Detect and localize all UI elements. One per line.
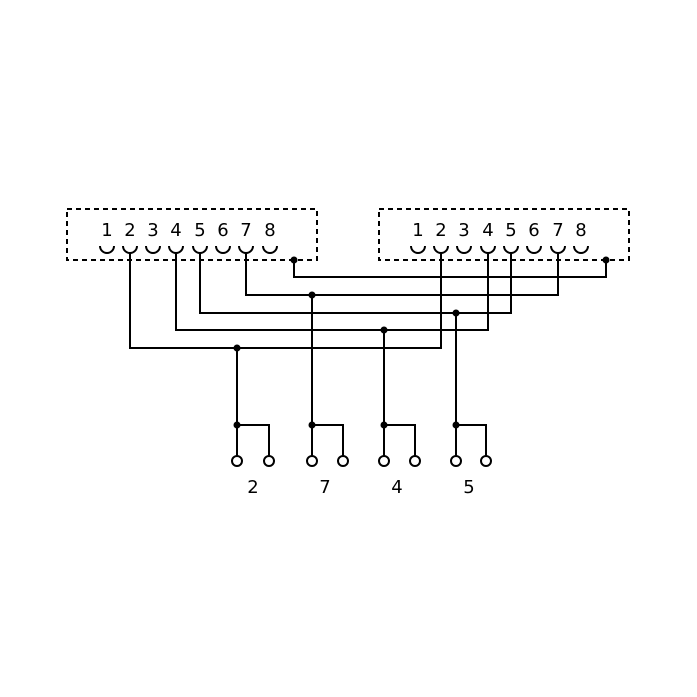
wire-pin2-left xyxy=(129,253,442,349)
terminal-label: 5 xyxy=(463,477,474,498)
signal-wire-2 xyxy=(129,253,442,425)
connector-left-pin-label: 7 xyxy=(240,220,251,241)
pin-contact xyxy=(526,245,542,254)
terminal-contact xyxy=(337,455,349,467)
connector-right-pin-labels: 1 2 3 4 5 6 7 8 xyxy=(412,220,586,241)
terminal-4: 4 xyxy=(378,421,421,498)
terminal-contact xyxy=(409,455,421,467)
connector-right-pin-label: 6 xyxy=(528,220,539,241)
connector-right-pin-label: 7 xyxy=(552,220,563,241)
connector-right-outline xyxy=(378,208,630,261)
terminal-contact xyxy=(378,455,390,467)
terminal-contact xyxy=(263,455,275,467)
connector-left-pin-label: 2 xyxy=(124,220,135,241)
connector-right-pin-label: 5 xyxy=(505,220,516,241)
connector-left-pin-label: 4 xyxy=(170,220,181,241)
pin-contact xyxy=(192,245,208,254)
connector-left-pin-label: 1 xyxy=(101,220,112,241)
terminal-contact xyxy=(306,455,318,467)
terminal-contact xyxy=(231,455,243,467)
pin-contact xyxy=(433,245,449,254)
shield-wire xyxy=(293,260,607,278)
connector-right-pin-label: 1 xyxy=(412,220,423,241)
connector-right-pin-label: 4 xyxy=(482,220,493,241)
junction-dot xyxy=(380,326,388,334)
terminal-contact xyxy=(480,455,492,467)
junction-dot xyxy=(233,344,241,352)
pin-contact xyxy=(145,245,161,254)
connector-left-outline xyxy=(66,208,318,261)
terminal-label: 7 xyxy=(319,477,330,498)
pin-contact xyxy=(410,245,426,254)
pin-contact xyxy=(503,245,519,254)
connector-right-pin-label: 3 xyxy=(458,220,469,241)
terminal-fork xyxy=(312,424,344,456)
connector-right-pin-label: 2 xyxy=(435,220,446,241)
terminal-fork xyxy=(237,424,270,456)
terminal-fork xyxy=(384,424,416,456)
signal-wire-7 xyxy=(245,253,559,425)
signal-wire-5 xyxy=(199,253,512,425)
pin-contact xyxy=(262,245,278,254)
junction-dot xyxy=(290,256,298,264)
shield-link xyxy=(290,256,610,278)
wire-pin5 xyxy=(199,253,512,314)
connector-left-pin-label: 3 xyxy=(147,220,158,241)
pin-contact xyxy=(168,245,184,254)
connector-left-pin-label: 6 xyxy=(217,220,228,241)
connector-right: 1 2 3 4 5 6 7 8 xyxy=(378,208,630,261)
connector-left: 1 2 3 4 5 6 7 8 xyxy=(66,208,318,261)
junction-dot xyxy=(602,256,610,264)
terminal-contact xyxy=(450,455,462,467)
terminal-7: 7 xyxy=(306,421,349,498)
connector-left-pin-contacts xyxy=(99,245,278,254)
junction-dot xyxy=(452,309,460,317)
pin-contact xyxy=(238,245,254,254)
pin-contact xyxy=(550,245,566,254)
connector-left-pin-labels: 1 2 3 4 5 6 7 8 xyxy=(101,220,275,241)
terminal-5: 5 xyxy=(450,421,492,498)
pin-contact xyxy=(456,245,472,254)
terminal-label: 4 xyxy=(391,477,402,498)
wire-pin7 xyxy=(245,253,559,296)
pin-contact xyxy=(480,245,496,254)
signal-wire-4 xyxy=(175,253,489,425)
connector-left-pin-label: 5 xyxy=(194,220,205,241)
wire-pin4 xyxy=(175,253,489,331)
pin-contact xyxy=(122,245,138,254)
junction-dot xyxy=(308,291,316,299)
terminal-2: 2 xyxy=(231,421,275,498)
connector-right-pin-label: 8 xyxy=(575,220,586,241)
pin-contact xyxy=(573,245,589,254)
pin-contact xyxy=(215,245,231,254)
pin-contact xyxy=(99,245,115,254)
connector-right-pin-contacts xyxy=(410,245,589,254)
terminal-fork xyxy=(456,424,487,456)
terminal-label: 2 xyxy=(247,477,258,498)
connector-left-pin-label: 8 xyxy=(264,220,275,241)
